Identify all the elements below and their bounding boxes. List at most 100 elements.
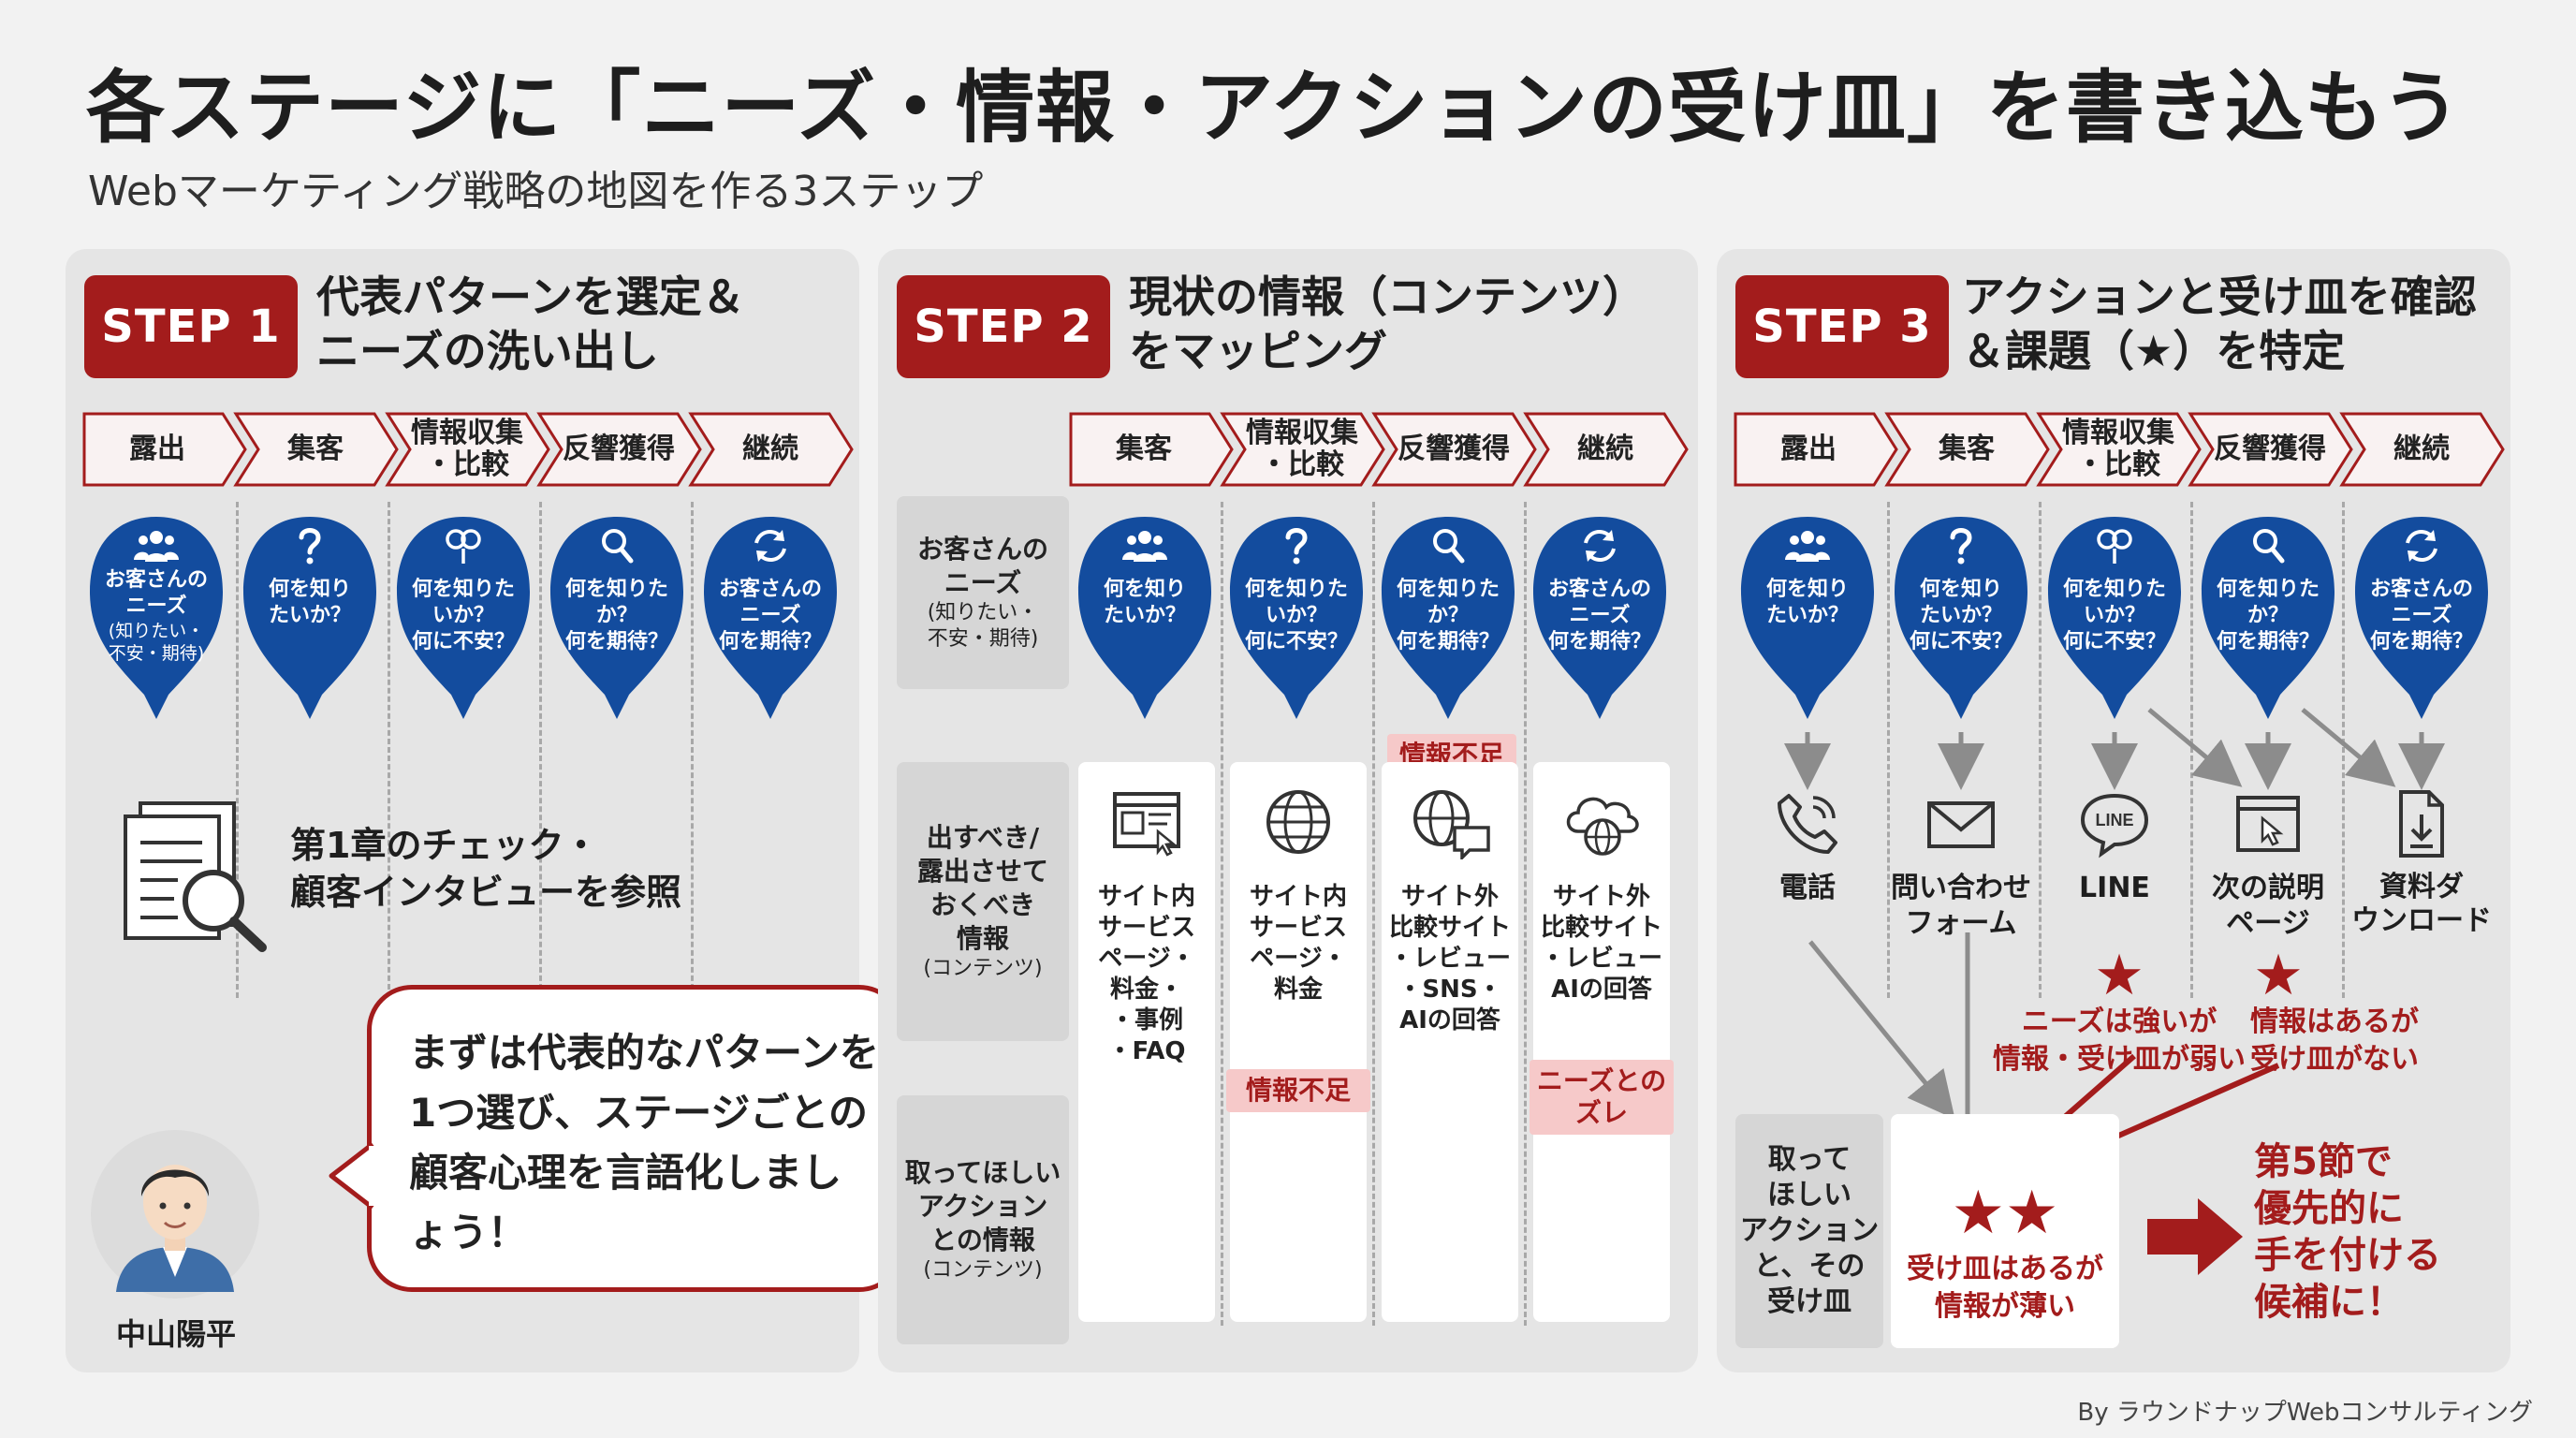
bubble-line: ょう！ (409, 1210, 528, 1255)
refresh-icon (1584, 529, 1616, 563)
needs-mismatch-line2: ズレ (1574, 1097, 1628, 1128)
step3-badge: STEP 3 (1735, 275, 1949, 378)
step2-stage-research: 情報収集 ・比較 (1220, 412, 1385, 487)
card-text: ページ・ (1098, 945, 1195, 973)
divider (236, 502, 239, 998)
question-icon (1950, 528, 1972, 565)
pin-text: か？ (595, 604, 637, 627)
action-label-line: ウンロード (2351, 904, 2492, 937)
info-shortage-tag: 情報不足 (1226, 1069, 1370, 1112)
pin-text: お客さんの (1547, 578, 1651, 601)
globe-chat-icon (1413, 790, 1490, 859)
step1-panel: STEP 1 代表パターンを選定＆ ニーズの洗い出し 露出 集客 情報収集 ・比… (66, 249, 904, 1372)
row-label-line: と、その (1753, 1250, 1866, 1283)
card-text: ページ・ (1250, 945, 1347, 973)
document-search-icon (124, 801, 267, 952)
avatar (91, 1130, 259, 1299)
card-text: ・事例 (1109, 1006, 1183, 1034)
bubble-line: まずは代表的なパターンを (409, 1030, 879, 1076)
card-text: ・レビュー (1540, 945, 1662, 973)
speech-bubble-tail (329, 1142, 376, 1210)
pin-text: たいか？ (1103, 604, 1186, 627)
pin-text: お客さんの (104, 568, 208, 592)
step3-stage-response: 反響獲得 (2188, 412, 2353, 487)
download-icon (2399, 790, 2444, 858)
card-text: ・FAQ (1107, 1037, 1186, 1065)
step1-stage-research: 情報収集 ・比較 (385, 412, 550, 487)
pin-text: ニーズ (739, 604, 801, 627)
pin-text: ニーズ (125, 594, 187, 618)
step1-badge: STEP 1 (84, 275, 298, 378)
card-text: サイト外 (1552, 883, 1650, 911)
step2-stage-label-retention: 継続 (1577, 433, 1633, 465)
receiver-issue-text: 受け皿はあるが 情報が薄い (1891, 1251, 2119, 1326)
needs-mismatch-line1: ニーズとの (1536, 1065, 1667, 1096)
content-card-1: サイト内 サービス ページ・ 料金・ ・事例 ・FAQ (1078, 762, 1215, 1322)
issue-text-1: ニーズは強いが 情報・受け皿が弱い (1969, 1004, 2269, 1078)
pin-text: 何を期待？ (1547, 630, 1651, 653)
step1-stage-label-acquisition: 集客 (287, 433, 344, 465)
issue-text-line: 情報はあるが (2250, 1005, 2419, 1038)
issue-text-line: 情報・受け皿が弱い (1993, 1043, 2246, 1076)
pin-text: 何を知り (1765, 578, 1849, 601)
divider (2039, 502, 2042, 998)
step2-panel: STEP 2 現状の情報（コンテンツ） をマッピング 集客 情報収集 ・比較 反… (878, 249, 1698, 1372)
pin-text: 何を期待？ (2369, 630, 2473, 653)
step1-stage-retention: 継続 (688, 412, 854, 487)
step3-stage-label-research-l1: 情報収集 (2062, 417, 2174, 449)
action-label: 電話 (1779, 872, 1836, 904)
row-label-line: 取って (1767, 1143, 1852, 1176)
pin-text: 何を期待？ (2216, 630, 2320, 653)
pin-text-small: 不安・期待) (108, 643, 205, 664)
pin-text: たいか？ (1765, 604, 1849, 627)
step3-need-pin-4: 何を知りた か？ 何を期待？ (2198, 515, 2338, 723)
step1-need-pin-2: 何を知り たいか？ (240, 515, 380, 723)
step3-title: アクションと受け皿を確認 ＆課題（★）を特定 (1962, 270, 2477, 378)
step2-stage-label-response: 反響獲得 (1398, 433, 1510, 465)
pin-text: 何を知りた (1244, 578, 1348, 601)
card-text: サービス (1097, 914, 1195, 942)
divider (539, 502, 542, 998)
pin-text-small: (知りたい・ (108, 621, 205, 641)
compare-icon (446, 529, 481, 564)
row-label-line: アクション (1739, 1214, 1880, 1247)
step2-title-line2: をマッピング (1129, 326, 1387, 376)
action-label: 資料ダ ウンロード (2342, 871, 2501, 938)
step2-need-pin-1: 何を知り たいか？ (1075, 515, 1215, 723)
priority-line: 優先的に (2254, 1187, 2404, 1230)
card-text: 料金・ (1109, 976, 1183, 1004)
credit: By ラウンドナップWebコンサルティング (2077, 1399, 2533, 1427)
step2-title: 現状の情報（コンテンツ） をマッピング (1129, 270, 1646, 378)
step3-stage-label-research-l2: ・比較 (2076, 448, 2160, 481)
pin-text: お客さんの (2369, 578, 2473, 601)
step2-badge: STEP 2 (897, 275, 1110, 378)
pin-text: 何を期待？ (1396, 630, 1500, 653)
issue-double-star: ★★ (1951, 1179, 2059, 1248)
card-text: 比較サイト (1540, 914, 1662, 942)
action-label: 問い合わせ フォーム (1891, 871, 2031, 942)
priority-note: 第5節で 優先的に 手を付ける 候補に！ (2254, 1138, 2441, 1326)
magnifier-icon (2253, 529, 2285, 564)
row-label-small: (知りたい・ (927, 601, 1039, 624)
magnifier-icon (602, 529, 634, 564)
step1-stage-exposure: 露出 (82, 412, 247, 487)
step1-need-pin-1: お客さんの ニーズ (知りたい・ 不安・期待) (86, 515, 227, 723)
row-label-line: 受け皿 (1767, 1285, 1852, 1318)
step3-stage-exposure: 露出 (1734, 412, 1898, 487)
step3-stage-retention: 継続 (2339, 412, 2505, 487)
compare-icon (2097, 529, 2132, 564)
row-label-line: お客さんの (916, 534, 1048, 565)
step2-stage-label-acquisition: 集客 (1116, 433, 1172, 465)
step1-stage-label-exposure: 露出 (129, 433, 185, 465)
pin-text: 何を知り (268, 578, 351, 601)
step3-need-pin-2: 何を知り たいか？ 何に不安？ (1891, 515, 2031, 723)
step1-stage-label-response: 反響獲得 (563, 433, 675, 465)
step1-stage-response: 反響獲得 (536, 412, 702, 487)
card-text: AIの回答 (1399, 1006, 1500, 1034)
pin-text: 何を知り (1919, 578, 2002, 601)
step1-need-pin-5: お客さんの ニーズ 何を期待？ (700, 515, 841, 723)
pin-text: 何を知り (1103, 578, 1186, 601)
action-next-page: 次の説明 ページ (2198, 786, 2338, 942)
step3-stage-label-research: 情報収集 ・比較 (2059, 412, 2177, 487)
card-text: サービス (1249, 914, 1347, 942)
